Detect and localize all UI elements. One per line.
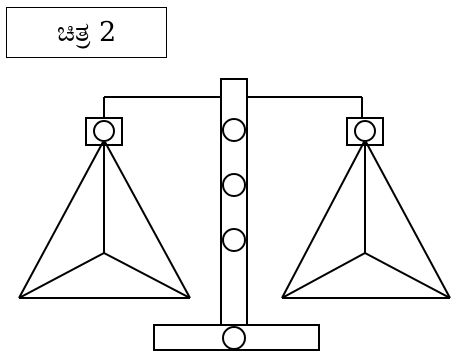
figure-label: ಚಿತ್ರ 2 <box>6 7 167 58</box>
left-pan-string-right <box>104 141 191 299</box>
base-hole <box>222 326 246 350</box>
right-pan-inner-right <box>364 252 451 299</box>
right-pan-string-right <box>365 141 451 299</box>
figure-label-text: ಚಿತ್ರ 2 <box>56 16 117 48</box>
right-pan-string-left <box>281 141 365 299</box>
left-pan-string-left <box>18 141 104 299</box>
stand-hole-3 <box>222 228 246 252</box>
stand-hole-2 <box>222 173 246 197</box>
stand-hole-1 <box>222 118 246 142</box>
stand-pillar <box>220 78 248 326</box>
left-pan-inner-left <box>18 252 105 299</box>
right-pan-inner-left <box>281 252 366 299</box>
right-pan-ring <box>354 120 376 142</box>
left-pan-inner-right <box>103 252 191 299</box>
left-pan-ring <box>93 120 115 142</box>
